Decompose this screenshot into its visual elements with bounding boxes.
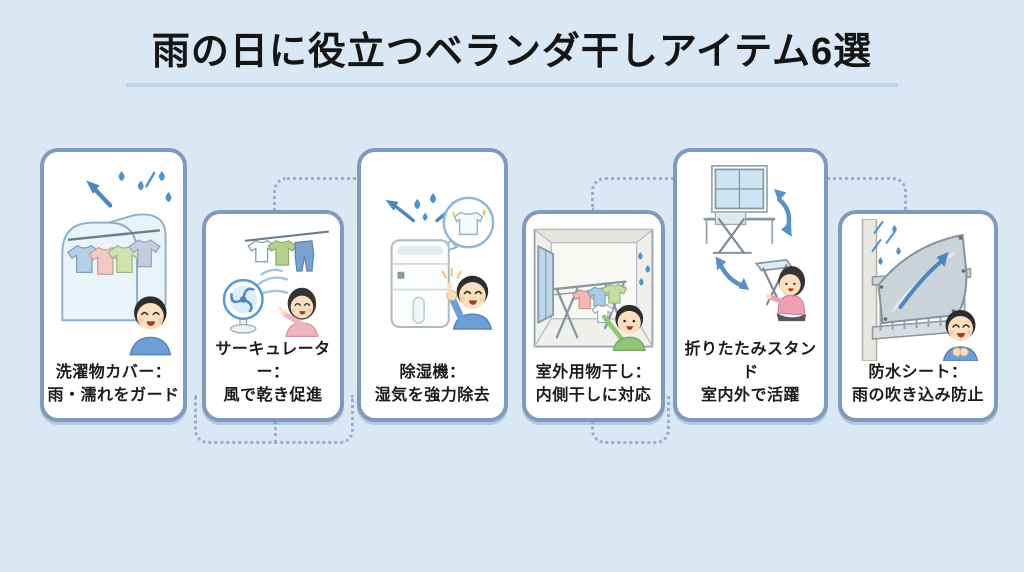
laundry-cover-icon [61, 170, 172, 356]
assembled-stand-icon [703, 211, 776, 254]
card-label-line1: 防水シート： [868, 364, 968, 381]
circulator-fan-illustration [206, 214, 340, 338]
dotted-connector [827, 177, 907, 211]
waterproof-sheet-icon [861, 219, 979, 361]
card-label-line2: 雨・濡れをガード [47, 387, 180, 404]
transform-arrows-icon [715, 188, 792, 291]
woman-figure [278, 287, 319, 337]
woman-crouching-figure [765, 266, 806, 322]
dehumidifier-unit-icon [390, 239, 450, 328]
rain-drops-icon [118, 170, 172, 203]
card-label: 防水シート： 雨の吹き込み防止 [842, 361, 994, 418]
card-label: 除湿機： 湿気を強力除去 [361, 361, 504, 418]
dotted-connector [273, 177, 357, 211]
card-label-line2: 湿気を強力除去 [374, 387, 491, 404]
card-dehumidifier: 除湿機： 湿気を強力除去 [357, 148, 508, 422]
folding-stand-icon [703, 164, 806, 322]
card-circulator: サーキュレーター： 風で乾き促進 [202, 210, 344, 422]
outdoor-drying-rack-icon [533, 228, 654, 352]
card-label: 室外用物干し： 内側干しに対応 [526, 361, 661, 418]
boy-thumbs-up-figure [441, 267, 493, 330]
title-underline [126, 82, 898, 87]
boy-figure [591, 304, 646, 352]
rain-icon [871, 221, 896, 252]
dehumidifier-icon [385, 192, 495, 330]
card-waterproof-sheet: 防水シート： 雨の吹き込み防止 [838, 210, 998, 422]
card-label-line1: サーキュレーター： [215, 341, 331, 381]
rain-drops-icon [638, 251, 651, 286]
circulator-fan-icon [222, 230, 329, 337]
laundry-cover-illustration [44, 152, 183, 361]
card-outdoor-drying-rack: 室外用物干し： 内側干しに対応 [522, 210, 665, 422]
card-label: 折りたたみスタンド 室内外で活躍 [677, 338, 824, 418]
card-label-line2: 室内外で活躍 [700, 387, 800, 404]
deflect-arrow-icon [898, 252, 949, 309]
fan-icon [222, 278, 264, 334]
card-label-line1: 折りたたみスタンド [684, 341, 817, 381]
dotted-connector [274, 408, 277, 444]
card-label-line1: 洗濯物カバー： [55, 364, 172, 381]
deflect-arrow-icon [86, 180, 113, 208]
card-label-line2: 雨の吹き込み防止 [851, 387, 984, 404]
dry-shirt-bubble-icon [440, 196, 495, 255]
card-label-line2: 風で乾き促進 [223, 387, 323, 404]
card-label: サーキュレーター： 風で乾き促進 [206, 338, 340, 418]
folding-stand-illustration [677, 152, 824, 338]
moisture-drops-icon [414, 192, 436, 221]
title-block: 雨の日に役立つベランダ干しアイテム6選 [0, 0, 1024, 87]
waterproof-sheet-illustration [842, 214, 994, 361]
boy-figure [942, 310, 979, 361]
dotted-connector [591, 177, 679, 211]
card-label: 洗濯物カバー： 雨・濡れをガード [44, 361, 183, 418]
card-label-line1: 除湿機： [399, 364, 466, 381]
outdoor-drying-rack-illustration [526, 214, 661, 361]
boy-figure [129, 296, 172, 356]
card-label-line1: 室外用物干し： [535, 364, 652, 381]
card-folding-stand: 折りたたみスタンド 室内外で活躍 [673, 148, 828, 422]
card-laundry-cover: 洗濯物カバー： 雨・濡れをガード [40, 148, 187, 422]
dehumidifier-illustration [361, 152, 504, 361]
page-title: 雨の日に役立つベランダ干しアイテム6選 [151, 31, 873, 73]
window-icon [711, 164, 768, 213]
card-label-line2: 内側干しに対応 [535, 387, 652, 404]
